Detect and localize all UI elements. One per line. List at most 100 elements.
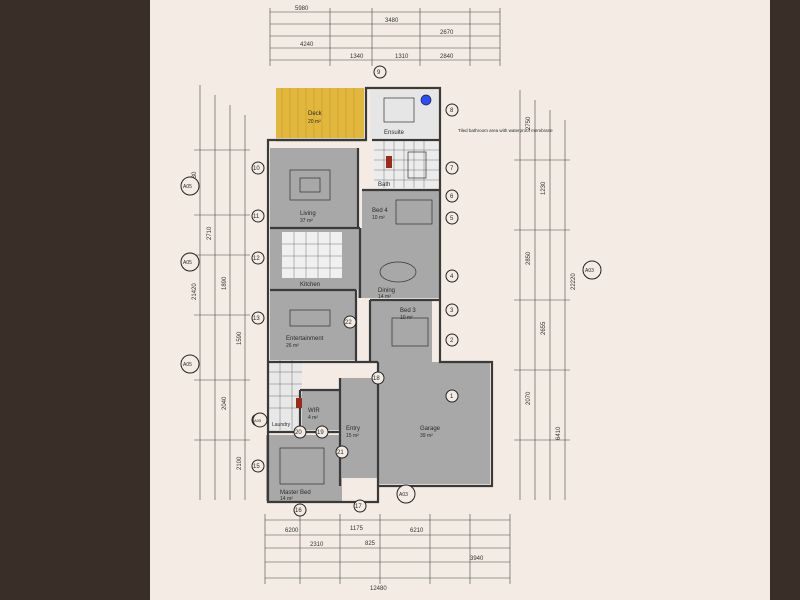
section-tags: A05 A05 A05 A03 A03 A05 (180, 176, 602, 504)
dim-left-6: 2100 (237, 456, 243, 470)
room-labels: Deck 20 m² Living 37 m² Kitchen Dining 1… (272, 111, 441, 502)
dim-top-1: 5980 (295, 6, 309, 12)
grid-marker: 11 (251, 209, 265, 223)
area-label-garage: 39 m² (420, 433, 433, 439)
svg-text:3: 3 (450, 308, 454, 314)
svg-text:20: 20 (295, 430, 302, 436)
room-label-ensuite: Ensuite (384, 130, 405, 136)
grid-marker: 22 (343, 315, 357, 329)
dim-right-1: 2750 (526, 116, 532, 130)
grid-marker: 4 (445, 269, 459, 283)
grid-marker: 1 (445, 389, 459, 403)
grid-marker: 20 (293, 425, 307, 439)
grid-marker: 2 (445, 333, 459, 347)
dim-bottom-2: 6210 (410, 528, 424, 534)
svg-text:11: 11 (253, 214, 260, 220)
dim-bottom-7: 12480 (370, 586, 387, 592)
area-label-wir: 4 m² (308, 415, 318, 421)
dim-top-2: 3480 (385, 18, 399, 24)
area-label-master-bed: 14 m² (280, 496, 293, 502)
dim-bottom-6: 3940 (470, 556, 484, 562)
area-label-bed4: 10 m² (372, 215, 385, 221)
area-label-entertainment: 26 m² (286, 343, 299, 349)
dim-right-total: 22220 (571, 273, 577, 290)
section-tag: A05 (180, 176, 200, 196)
room-label-laundry: Laundry (272, 422, 291, 428)
room-label-kitchen: Kitchen (300, 282, 320, 288)
grid-marker: 3 (445, 303, 459, 317)
room-label-dining: Dining (378, 288, 395, 294)
dim-top-7: 2840 (440, 54, 454, 60)
section-tag: A03 (396, 484, 416, 504)
dim-right-6: 6410 (556, 426, 562, 440)
dim-right-3: 2850 (526, 251, 532, 265)
area-label-deck: 20 m² (308, 119, 321, 125)
room-label-entry: Entry (346, 426, 360, 432)
dim-top-4: 4240 (300, 42, 314, 48)
room-label-master-bed: Master Bed (280, 490, 311, 496)
entertainment-area (270, 290, 356, 360)
note-text: Tiled bathroom area with waterproof memb… (458, 128, 553, 133)
kitchen-bench (282, 232, 342, 278)
grid-marker: 5 (445, 211, 459, 225)
room-label-living: Living (300, 211, 316, 217)
entry-area (340, 378, 380, 478)
svg-text:13: 13 (253, 316, 260, 322)
bed3-area (370, 300, 432, 362)
svg-text:21: 21 (337, 450, 344, 456)
accents (296, 156, 392, 408)
dim-right-4: 2655 (541, 321, 547, 335)
sofa-icon (289, 169, 331, 201)
grid-marker: 21 (335, 445, 349, 459)
svg-text:2: 2 (450, 338, 454, 344)
area-label-bed3: 10 m² (400, 315, 413, 321)
svg-text:10: 10 (253, 166, 260, 172)
svg-text:8: 8 (450, 108, 454, 114)
dim-bottom-5: 825 (365, 541, 376, 547)
svg-text:A03: A03 (585, 268, 594, 274)
dim-bottom-3: 2310 (310, 542, 324, 548)
svg-text:4: 4 (450, 274, 454, 280)
coffee-table-icon (299, 177, 321, 193)
walls (266, 86, 494, 504)
wir-area (300, 390, 340, 430)
dim-left-5: 2040 (222, 396, 228, 410)
svg-text:15: 15 (253, 464, 260, 470)
svg-text:1: 1 (450, 394, 454, 400)
deck-area (276, 88, 364, 138)
dim-right-5: 2070 (526, 391, 532, 405)
svg-text:7: 7 (450, 166, 454, 172)
svg-text:19: 19 (317, 430, 324, 436)
room-label-deck: Deck (308, 111, 323, 117)
dim-left-2: 2710 (207, 226, 213, 240)
area-label-entry: 15 m² (346, 433, 359, 439)
grid-marker: 13 (251, 311, 265, 325)
grid-marker: 7 (445, 161, 459, 175)
living-area (270, 148, 358, 228)
svg-text:17: 17 (355, 504, 362, 510)
dim-left-total: 21420 (192, 283, 198, 300)
svg-text:18: 18 (373, 376, 380, 382)
grid-marker: 12 (251, 251, 265, 265)
grid-marker: 16 (293, 503, 307, 517)
dim-top-6: 1310 (395, 54, 409, 60)
svg-text:A03: A03 (399, 492, 408, 498)
garage-area (378, 362, 490, 484)
dining-area (358, 228, 440, 298)
room-label-bed4: Bed 4 (372, 208, 388, 214)
svg-text:A05: A05 (254, 418, 262, 423)
room-label-bath: Bath (378, 182, 390, 188)
section-tag: A05 (180, 252, 200, 272)
grid-marker: 6 (445, 189, 459, 203)
shower-icon (383, 97, 415, 123)
room-label-garage: Garage (420, 426, 441, 432)
dim-left-3: 1890 (222, 276, 228, 290)
svg-text:9: 9 (377, 70, 381, 76)
grid-marker: 18 (371, 371, 385, 385)
area-label-living: 37 m² (300, 218, 313, 224)
grid-marker: 8 (445, 103, 459, 117)
svg-text:5: 5 (450, 216, 454, 222)
master-bed-area (266, 435, 342, 501)
svg-text:A05: A05 (183, 260, 192, 266)
